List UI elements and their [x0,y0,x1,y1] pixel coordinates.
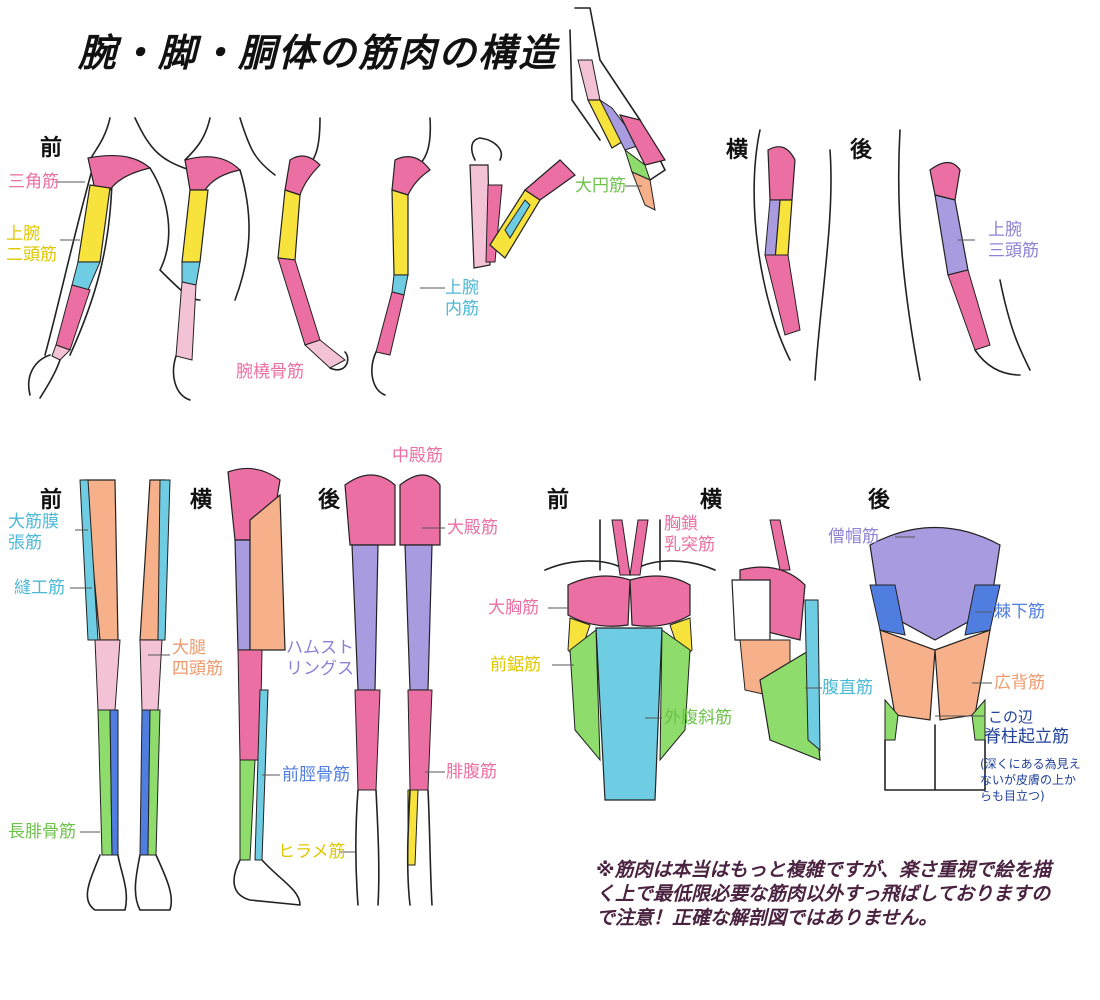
arm-back-figure [897,129,1031,381]
torso-side-heading: 横 [700,488,723,513]
label-gluteus-medius: 中殿筋 [392,446,443,466]
disclaimer-note: ※筋肉は本当はもっと複雑ですが、楽さ重視で絵を描く上で最低限必要な筋肉以外すっ飛… [596,859,1052,929]
arm-back-heading: 後 [850,138,873,163]
label-sternocleidomastoid: 胸鎖 乳突筋 [664,514,715,555]
arm-front-figure-3 [277,117,349,371]
label-tensor-fasciae-latae: 大筋膜 張筋 [8,512,59,553]
leg-back-figure [344,474,441,906]
label-rectus-abdominis: 腹直筋 [822,678,873,698]
arm-front-heading: 前 [40,136,63,161]
arm-raised-figure [569,7,666,211]
label-hamstrings: ハムスト リングス [286,638,354,679]
torso-back-figure [869,526,1001,791]
leg-front-heading: 前 [40,488,63,513]
page-title: 腕・脚・胴体の筋肉の構造 [78,31,559,75]
label-pectoralis-major: 大胸筋 [488,598,539,618]
label-trapezius: 僧帽筋 [828,527,879,547]
arm-front-figure-4 [371,117,432,396]
label-brachioradialis: 腕橈骨筋 [236,362,304,382]
leg-side-figure [227,467,301,906]
torso-front-heading: 前 [547,488,570,513]
leg-back-heading: 後 [318,488,341,513]
arm-flexed-figure [469,137,576,269]
label-external-oblique: 外腹斜筋 [664,708,732,728]
label-teres-major: 大円筋 [575,176,626,196]
label-biceps: 上腕 二頭筋 [6,224,57,265]
arm-side-heading: 横 [726,138,749,163]
arm-side-figure [753,129,832,381]
torso-side-figure [731,519,821,761]
label-infraspinatus: 棘下筋 [994,602,1045,622]
arm-front-figure-1 [28,117,201,399]
label-erector-spinae: 脊柱起立筋 [984,727,1069,747]
label-gastrocnemius: 腓腹筋 [446,762,497,782]
torso-front-figure [544,519,716,801]
arm-front-figure-2 [172,117,276,401]
label-triceps: 上腕 三頭筋 [988,220,1039,261]
label-soleus: ヒラメ筋 [278,842,346,862]
label-peroneus-longus: 長腓骨筋 [8,822,76,842]
label-erector-note: (深くにある為見え ないが皮膚の上か らも目立つ) [980,757,1081,803]
label-brachialis: 上腕 内筋 [445,278,479,319]
label-sartorius: 縫工筋 [14,578,65,598]
label-serratus-anterior: 前鋸筋 [490,655,541,675]
label-deltoid: 三角筋 [8,172,59,192]
label-tibialis-anterior: 前脛骨筋 [282,765,350,785]
leg-side-heading: 横 [190,488,213,513]
label-latissimus-dorsi: 広背筋 [994,673,1045,693]
leg-front-figure [79,479,173,911]
leader-lines [55,181,992,853]
label-quadriceps: 大腿 四頭筋 [172,638,223,679]
torso-back-heading: 後 [868,488,891,513]
label-gluteus-maximus: 大殿筋 [447,518,498,538]
label-erector-lead: この辺 [988,708,1034,726]
